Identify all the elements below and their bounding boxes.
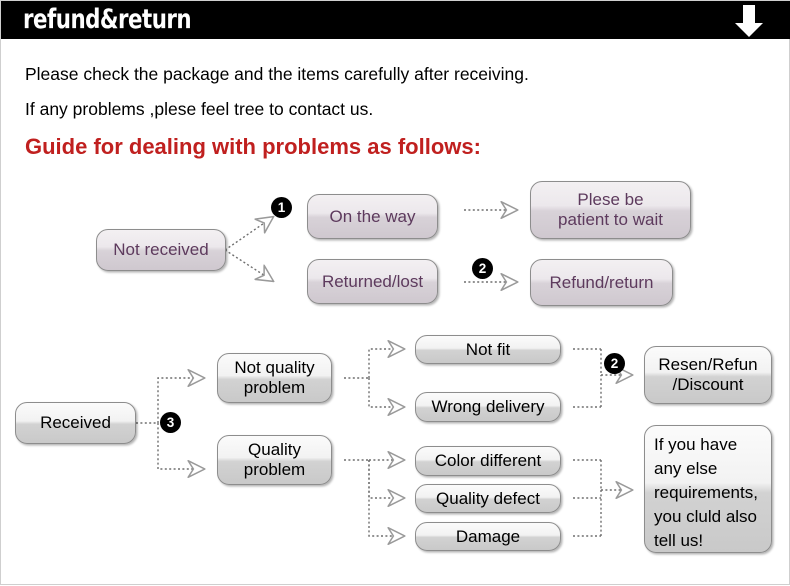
node-label-line-2: /Discount	[672, 375, 744, 394]
node-label-line-2: problem	[243, 460, 306, 479]
node-label-line-3: requirements,	[654, 483, 758, 502]
badge-2-section2: 2	[604, 353, 625, 374]
arrow-down-icon	[735, 5, 763, 37]
node-returned-lost[interactable]: Returned/lost	[307, 259, 438, 304]
intro-line-2: If any problems ,plese feel tree to cont…	[25, 99, 374, 119]
node-label-line-1: Quality	[248, 440, 301, 459]
node-label: Returned/lost	[321, 271, 424, 291]
node-not-fit[interactable]: Not fit	[415, 335, 561, 364]
node-received[interactable]: Received	[15, 402, 136, 444]
node-label-line-1: Plese be	[577, 190, 644, 209]
node-quality-problem[interactable]: Quality problem	[217, 435, 332, 485]
node-resend-refund-discount[interactable]: Resen/Refun /Discount	[644, 346, 772, 404]
header-bar: refund&return	[1, 1, 790, 39]
node-label-line-2: problem	[243, 378, 306, 397]
node-label: Quality defect	[436, 488, 540, 508]
node-label-line-1: Resen/Refun	[658, 355, 758, 374]
badge-1: 1	[271, 197, 292, 218]
intro-line-1: Please check the package and the items c…	[25, 64, 529, 84]
node-label-line-1: Not quality	[234, 358, 315, 377]
node-not-quality-problem[interactable]: Not quality problem	[217, 353, 332, 403]
node-label: Damage	[455, 526, 521, 546]
node-not-received[interactable]: Not received	[96, 229, 226, 271]
node-on-the-way[interactable]: On the way	[307, 194, 438, 239]
badge-2-section1: 2	[472, 258, 493, 279]
node-label-line-4: you cluld also	[654, 507, 758, 526]
node-please-be-patient[interactable]: Plese be patient to wait	[530, 181, 691, 239]
node-label-line-2: patient to wait	[558, 210, 663, 229]
node-label: Refund/return	[549, 272, 654, 292]
node-label-line-5: tell us!	[654, 531, 704, 550]
guide-heading: Guide for dealing with problems as follo…	[25, 134, 481, 159]
node-label: Color different	[434, 451, 542, 470]
node-refund-return[interactable]: Refund/return	[530, 259, 673, 306]
node-color-different[interactable]: Color different	[415, 446, 561, 476]
badge-3: 3	[160, 412, 181, 433]
node-label: Received	[40, 413, 111, 432]
node-contact-us-note[interactable]: If you have any else requirements, you c…	[644, 425, 772, 553]
node-wrong-delivery[interactable]: Wrong delivery	[415, 392, 561, 422]
node-label: Not fit	[465, 339, 511, 359]
node-label: Not received	[113, 240, 209, 259]
node-label: Wrong delivery	[431, 397, 545, 416]
page-title: refund&return	[23, 4, 192, 35]
node-label: On the way	[329, 206, 416, 226]
node-label-line-1: If you have	[654, 435, 738, 454]
node-label-line-2: any else	[654, 459, 718, 478]
node-quality-defect[interactable]: Quality defect	[415, 484, 561, 513]
node-damage[interactable]: Damage	[415, 522, 561, 551]
